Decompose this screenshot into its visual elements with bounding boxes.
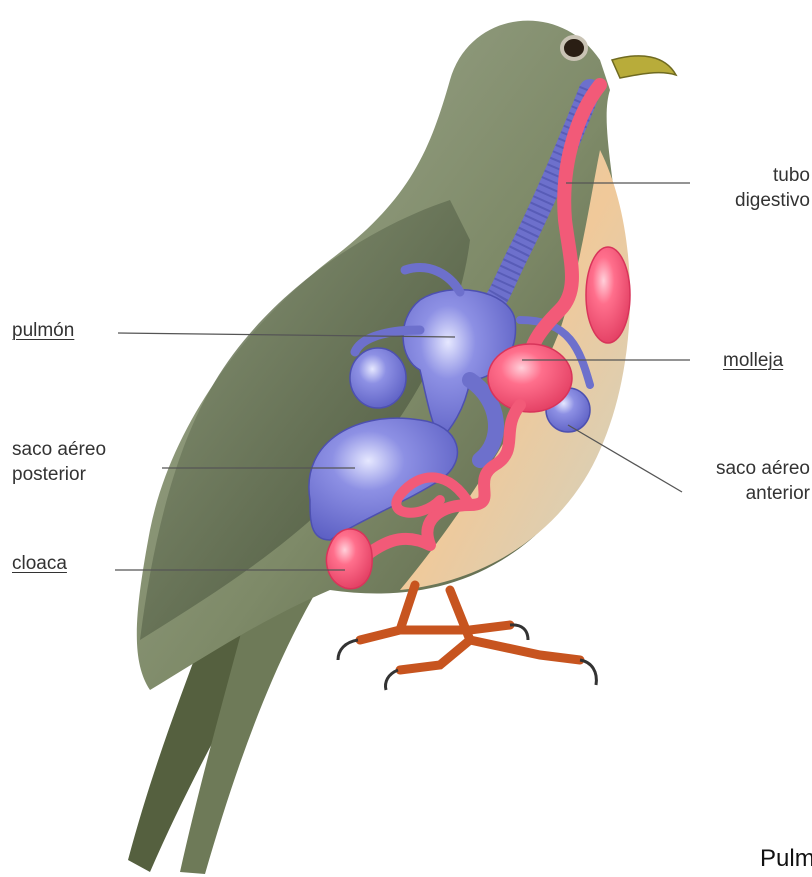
cloaca-shape xyxy=(326,529,372,589)
eye xyxy=(562,37,586,59)
label-pulmon[interactable]: pulmón xyxy=(12,318,74,343)
label-molleja[interactable]: molleja xyxy=(723,348,783,373)
label-cloaca[interactable]: cloaca xyxy=(12,551,67,576)
gizzard xyxy=(488,344,572,412)
label-tubo-digestivo-line-2: digestivo xyxy=(700,188,810,213)
caption-text: Pulm xyxy=(760,845,812,873)
label-saco-aereo-anterior-line-1: saco aéreo xyxy=(668,456,810,481)
beak xyxy=(612,56,676,78)
label-saco-aereo-anterior-line-2: anterior xyxy=(668,481,810,506)
label-saco-aereo-posterior: saco aéreo posterior xyxy=(12,437,106,487)
label-saco-aereo-posterior-line-1: saco aéreo xyxy=(12,437,106,462)
label-tubo-digestivo: tubo digestivo xyxy=(700,163,810,213)
label-tubo-digestivo-line-1: tubo xyxy=(700,163,810,188)
legs xyxy=(360,585,580,670)
label-saco-aereo-posterior-line-2: posterior xyxy=(12,462,106,487)
label-saco-aereo-anterior: saco aéreo anterior xyxy=(668,456,810,506)
